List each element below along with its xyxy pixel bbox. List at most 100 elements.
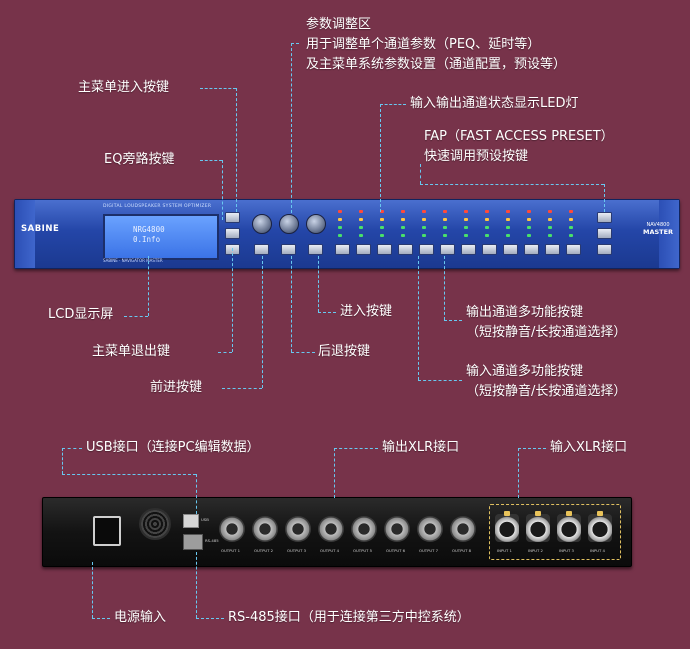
param-knob-1[interactable] bbox=[252, 214, 272, 234]
channel-led bbox=[401, 226, 405, 229]
output-xlr-connector[interactable] bbox=[318, 516, 344, 542]
label-param-area-line3: 及主菜单系统参数设置（通道配置，预设等） bbox=[306, 57, 567, 72]
rs485-port[interactable] bbox=[183, 534, 203, 550]
input-xlr-label: INPUT 4 bbox=[590, 548, 605, 553]
leader-forward-h bbox=[222, 388, 262, 389]
eq-bypass-key[interactable] bbox=[225, 228, 240, 239]
param-knob-2[interactable] bbox=[279, 214, 299, 234]
forward-key[interactable] bbox=[254, 244, 269, 255]
label-rs485: RS-485接口（用于连接第三方中控系统） bbox=[228, 610, 470, 625]
label-menu-exit: 主菜单退出键 bbox=[92, 344, 171, 359]
channel-led bbox=[506, 218, 510, 221]
channel-led bbox=[338, 234, 342, 237]
channel-led bbox=[338, 226, 342, 229]
channel-led bbox=[338, 210, 342, 213]
front-footer: SABINE · NAVIGATOR MASTER bbox=[103, 258, 163, 263]
leader-in-multi bbox=[418, 256, 419, 380]
channel-led bbox=[485, 210, 489, 213]
leader-back bbox=[291, 256, 292, 352]
output-channel-key[interactable] bbox=[419, 244, 434, 255]
power-socket[interactable] bbox=[93, 516, 121, 546]
output-xlr-label: OUTPUT 8 bbox=[452, 548, 472, 553]
model-line-1: NAV4800 bbox=[646, 222, 670, 228]
output-channel-key[interactable] bbox=[440, 244, 455, 255]
brand-logo: SABINE bbox=[21, 224, 60, 234]
input-xlr-connector[interactable] bbox=[526, 511, 550, 542]
output-channel-key[interactable] bbox=[524, 244, 539, 255]
channel-led bbox=[464, 210, 468, 213]
channel-led bbox=[506, 210, 510, 213]
input-xlr-connector[interactable] bbox=[495, 511, 519, 542]
channel-led bbox=[401, 210, 405, 213]
leader-param-area bbox=[291, 43, 292, 213]
output-xlr-connector[interactable] bbox=[285, 516, 311, 542]
output-xlr-label: OUTPUT 4 bbox=[320, 548, 340, 553]
output-xlr-label: OUTPUT 2 bbox=[254, 548, 274, 553]
leader-eq-bypass bbox=[200, 160, 222, 161]
channel-led bbox=[464, 226, 468, 229]
front-tagline: DIGITAL LOUDSPEAKER SYSTEM OPTIMIZER bbox=[103, 204, 212, 209]
leader-forward bbox=[262, 256, 263, 388]
channel-led bbox=[485, 226, 489, 229]
channel-led bbox=[506, 226, 510, 229]
label-eq-bypass: EQ旁路按键 bbox=[104, 152, 175, 167]
label-param-area-line2: 用于调整单个通道参数（PEQ、延时等） bbox=[306, 37, 541, 52]
channel-led bbox=[359, 226, 363, 229]
output-xlr-connector[interactable] bbox=[219, 516, 245, 542]
leader-menu-exit bbox=[232, 248, 233, 352]
channel-led bbox=[401, 218, 405, 221]
channel-led bbox=[464, 234, 468, 237]
leader-in-multi-h bbox=[418, 380, 462, 381]
output-channel-key[interactable] bbox=[503, 244, 518, 255]
channel-led bbox=[548, 218, 552, 221]
channel-led bbox=[359, 234, 363, 237]
leader-out-multi bbox=[444, 256, 445, 320]
channel-led bbox=[359, 210, 363, 213]
input-xlr-connector[interactable] bbox=[557, 511, 581, 542]
output-channel-key[interactable] bbox=[461, 244, 476, 255]
channel-led bbox=[359, 218, 363, 221]
leader-out-multi-h bbox=[444, 320, 462, 321]
label-out-multi-line1: 输出通道多功能按键 bbox=[466, 305, 584, 320]
output-channel-key[interactable] bbox=[545, 244, 560, 255]
fap-key-2[interactable] bbox=[597, 228, 612, 239]
channel-led bbox=[485, 234, 489, 237]
channel-led bbox=[527, 234, 531, 237]
usb-port[interactable] bbox=[183, 514, 199, 528]
input-channel-key[interactable] bbox=[335, 244, 350, 255]
label-in-multi-line1: 输入通道多功能按键 bbox=[466, 364, 584, 379]
input-channel-key[interactable] bbox=[356, 244, 371, 255]
channel-led bbox=[464, 218, 468, 221]
output-xlr-connector[interactable] bbox=[252, 516, 278, 542]
output-channel-key[interactable] bbox=[566, 244, 581, 255]
output-xlr-connector[interactable] bbox=[450, 516, 476, 542]
fap-key-1[interactable] bbox=[597, 212, 612, 223]
model-badge: NAV4800 MASTER bbox=[643, 222, 673, 237]
output-xlr-connector[interactable] bbox=[351, 516, 377, 542]
channel-led bbox=[380, 226, 384, 229]
output-xlr-connector[interactable] bbox=[417, 516, 443, 542]
input-xlr-label: INPUT 3 bbox=[559, 548, 574, 553]
leader-usb-v2 bbox=[196, 474, 197, 514]
input-channel-key[interactable] bbox=[377, 244, 392, 255]
input-xlr-label: INPUT 1 bbox=[497, 548, 512, 553]
output-xlr-connector[interactable] bbox=[384, 516, 410, 542]
leader-power-v bbox=[92, 562, 93, 618]
enter-key[interactable] bbox=[308, 244, 323, 255]
menu-enter-key[interactable] bbox=[225, 212, 240, 223]
fap-key-3[interactable] bbox=[597, 244, 612, 255]
back-key[interactable] bbox=[281, 244, 296, 255]
label-lcd: LCD显示屏 bbox=[48, 307, 114, 322]
leader-status-leds-drop bbox=[380, 104, 381, 212]
channel-led bbox=[569, 218, 573, 221]
input-xlr-connector[interactable] bbox=[588, 511, 612, 542]
leader-outxlr-h bbox=[334, 448, 378, 449]
channel-led bbox=[443, 218, 447, 221]
channel-led bbox=[380, 218, 384, 221]
output-channel-key[interactable] bbox=[482, 244, 497, 255]
param-knob-3[interactable] bbox=[306, 214, 326, 234]
label-out-multi-line2: （短按静音/长按通道选择） bbox=[466, 325, 627, 340]
input-channel-key[interactable] bbox=[398, 244, 413, 255]
